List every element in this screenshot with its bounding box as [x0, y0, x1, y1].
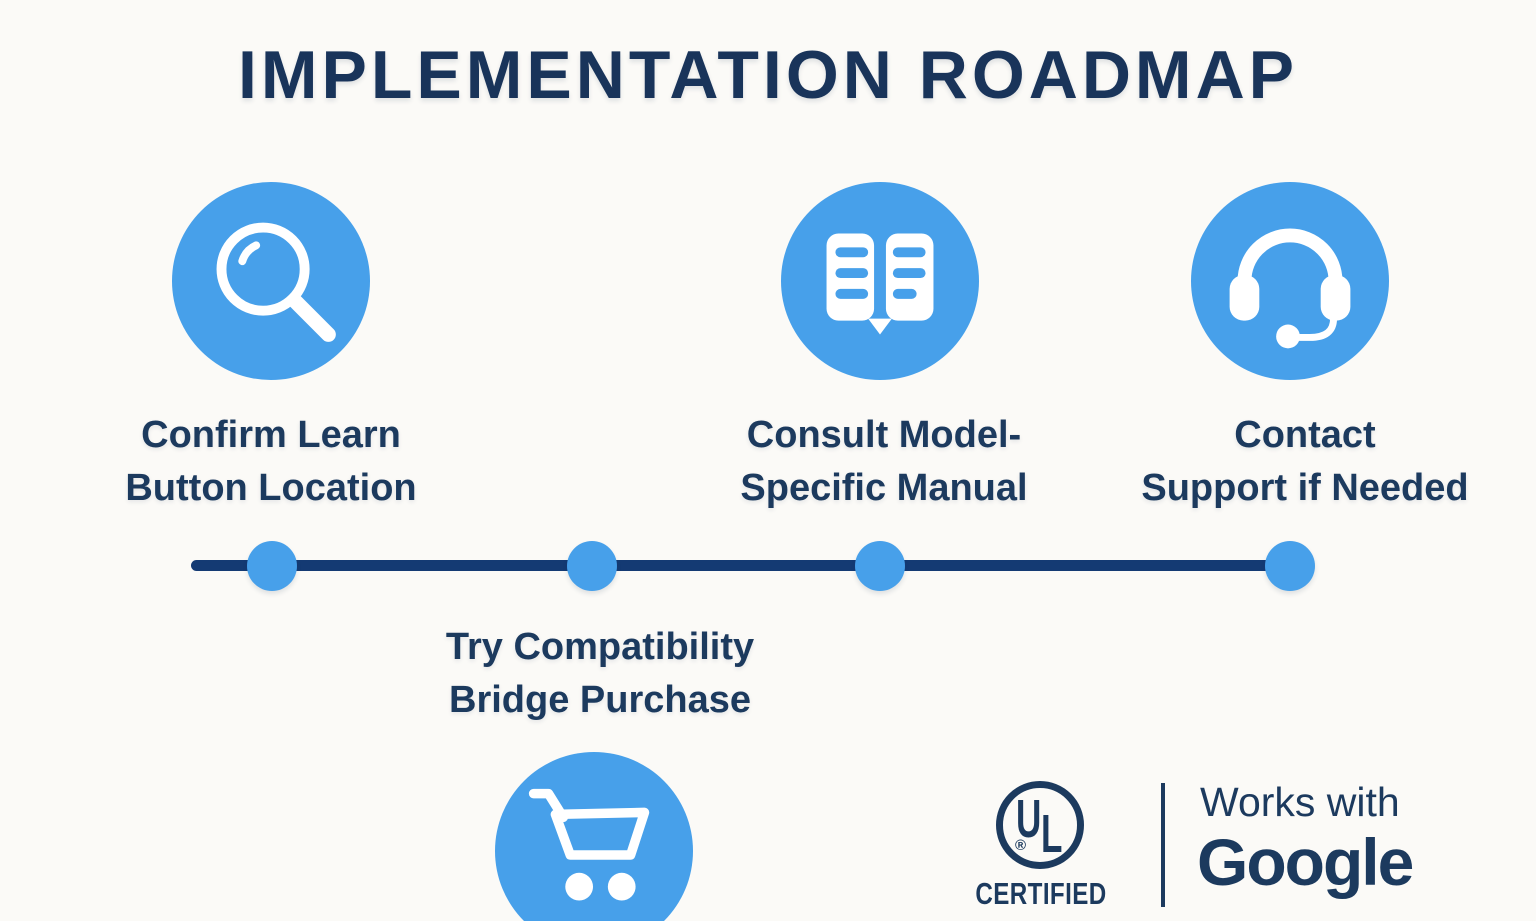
- cart-icon: [528, 788, 650, 901]
- ul-logo-icon: [996, 781, 1084, 869]
- step-icon-circle-purchase: [495, 752, 693, 921]
- step-label-confirm-learn-button-location: Confirm Learn Button Location: [71, 409, 471, 515]
- step-icon-circle-confirm: [172, 182, 370, 380]
- works-with-text: Works with: [1200, 779, 1400, 825]
- book-icon: [826, 233, 934, 335]
- step-icon-circle-manual: [781, 182, 979, 380]
- magnifier-icon: [216, 222, 336, 342]
- step-icon-circle-support: [1191, 182, 1389, 380]
- ul-letter-u: U: [1016, 789, 1042, 849]
- step-label-line: Confirm Learn: [141, 414, 401, 456]
- step-label-line: Support if Needed: [1141, 467, 1469, 509]
- registered-trademark-icon: ®: [1015, 837, 1027, 854]
- headset-icon: [1229, 228, 1351, 349]
- step-label-line: Button Location: [125, 467, 417, 509]
- step-label-line: Try Compatibility: [445, 626, 755, 668]
- ul-letter-l: L: [1041, 804, 1063, 864]
- timeline-line: [191, 560, 1293, 571]
- step-label-try-compatibility-bridge-purchase: Try Compatibility Bridge Purchase: [390, 621, 810, 727]
- page-title: IMPLEMENTATION ROADMAP: [237, 37, 1299, 113]
- step-label-consult-model-specific-manual: Consult Model- Specific Manual: [684, 409, 1084, 515]
- footer-divider: [1161, 783, 1165, 907]
- timeline-dot: [247, 541, 297, 591]
- step-label-line: Bridge Purchase: [449, 679, 751, 721]
- step-label-line: Consult Model-: [746, 414, 1022, 456]
- ul-certified-badge: U L ® CERTIFIED: [941, 778, 1141, 918]
- step-label-line: Specific Manual: [740, 467, 1028, 509]
- ul-caption: CERTIFIED: [975, 876, 1107, 911]
- timeline-dot: [1265, 541, 1315, 591]
- google-wordmark: Google: [1197, 825, 1414, 899]
- timeline-dot: [855, 541, 905, 591]
- timeline-dot: [567, 541, 617, 591]
- step-label-line: Contact: [1234, 414, 1376, 456]
- step-label-contact-support-if-needed: Contact Support if Needed: [1085, 409, 1525, 515]
